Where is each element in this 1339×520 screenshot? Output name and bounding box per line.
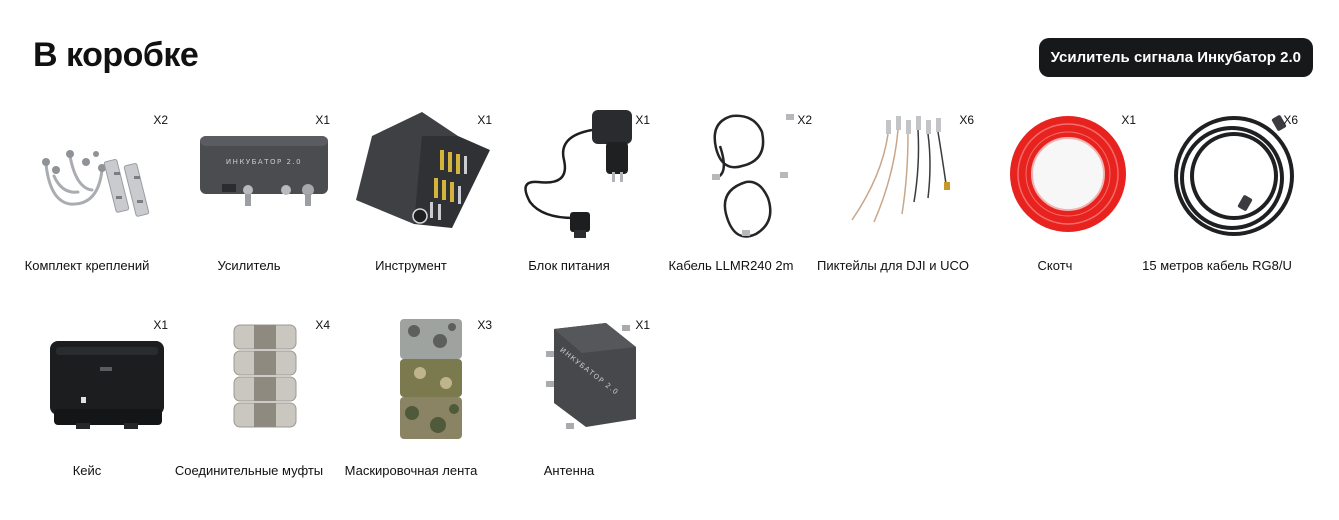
item-quantity: X1: [477, 113, 492, 127]
power-supply-icon: [488, 106, 650, 251]
item-label: Антенна: [543, 463, 595, 478]
item-quantity: X4: [315, 318, 330, 332]
coupler-icon: [168, 311, 330, 456]
item-quantity: X1: [635, 113, 650, 127]
item-quantity: X1: [1121, 113, 1136, 127]
item-quantity: X3: [477, 318, 492, 332]
item-quantity: X1: [635, 318, 650, 332]
item-label: 15 метров кабель RG8/U: [1142, 258, 1292, 273]
item-quantity: X1: [315, 113, 330, 127]
mount-kit-icon: [6, 106, 168, 251]
item-label: Кабель LLMR240 2m: [668, 258, 794, 273]
item-quantity: X6: [959, 113, 974, 127]
item-label: Соединительные муфты: [174, 463, 324, 478]
item-label: Усилитель: [217, 258, 281, 273]
item-label: Кейс: [72, 463, 102, 478]
item-label: Скотч: [1037, 258, 1073, 273]
item-label: Маскировочная лента: [344, 463, 478, 478]
item-label: Пиктейлы для DJI и UCO: [817, 258, 969, 273]
coil-cable-icon: [1136, 106, 1298, 251]
amplifier-icon: ИНКУБАТОР 2.0: [168, 106, 330, 251]
tool-case-icon: [330, 106, 492, 251]
cable-icon: [650, 106, 812, 251]
item-label: Инструмент: [375, 258, 447, 273]
tape-icon: [974, 106, 1136, 251]
svg-text:ИНКУБАТОР 2.0: ИНКУБАТОР 2.0: [226, 158, 302, 166]
product-badge[interactable]: Усилитель сигнала Инкубатор 2.0: [1038, 38, 1313, 77]
item-quantity: X1: [153, 318, 168, 332]
camo-tape-icon: [330, 311, 492, 456]
section-title: В коробке: [33, 36, 199, 74]
item-quantity: X2: [153, 113, 168, 127]
item-quantity: X2: [797, 113, 812, 127]
item-label: Комплект креплений: [24, 258, 150, 273]
item-label: Блок питания: [528, 258, 610, 273]
item-quantity: X6: [1283, 113, 1298, 127]
case-icon: [6, 311, 168, 456]
pigtail-icon: [812, 106, 974, 251]
antenna-icon: ИНКУБАТОР 2.0: [488, 311, 650, 456]
